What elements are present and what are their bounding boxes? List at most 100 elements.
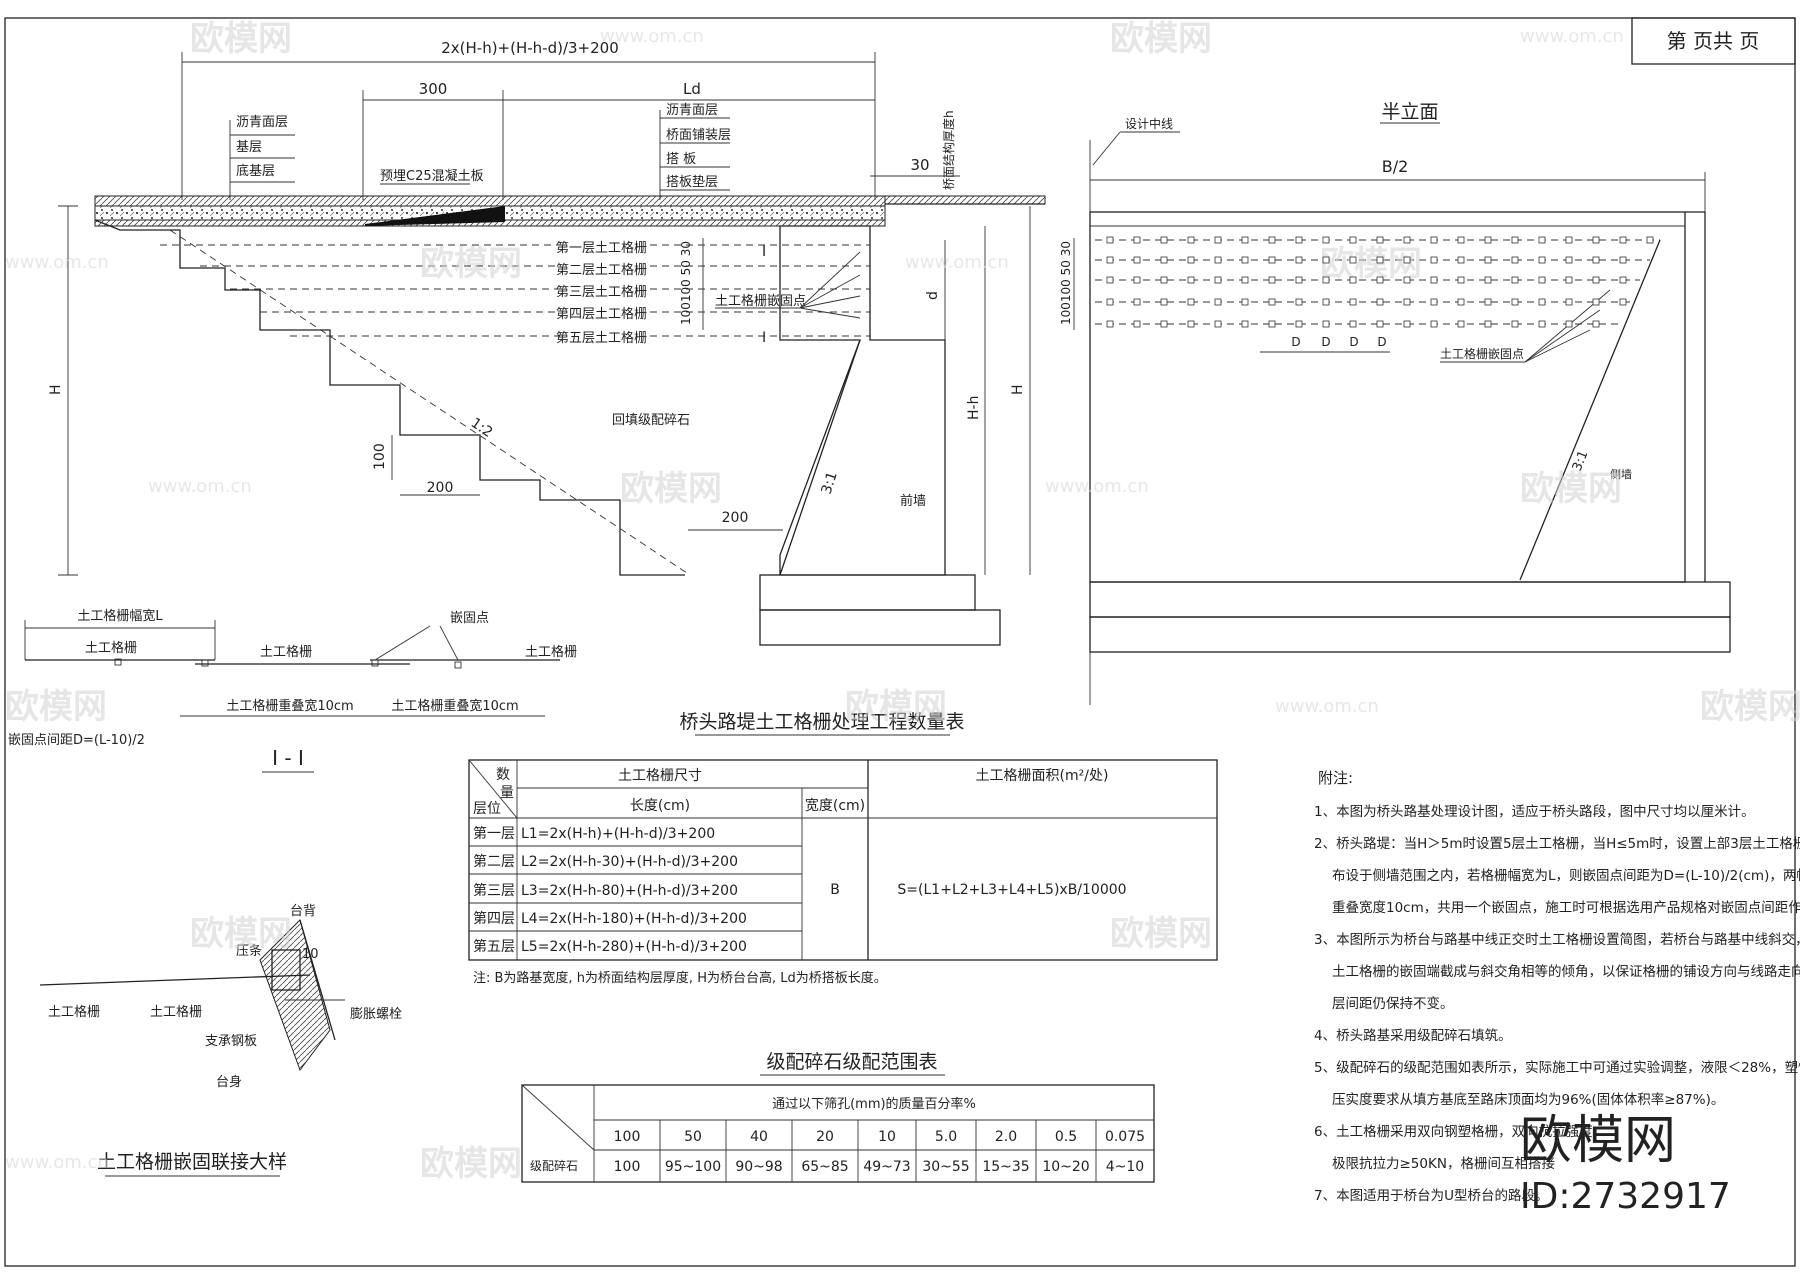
dim-30: 30 — [910, 156, 929, 174]
spacing-d1: D — [1291, 335, 1300, 349]
anchor-dot — [1106, 276, 1114, 284]
footing-bottom — [759, 609, 1001, 646]
elevation-layer-dims: 100100 50 30 — [1059, 241, 1073, 325]
anchor-dot — [1187, 298, 1195, 306]
watermark-brand: 欧模网 — [1110, 19, 1212, 59]
note-line-3: 重叠宽度10cm，共用一个嵌固点，施工时可根据选用产品规格对嵌固点间距作相应调整… — [1332, 899, 1800, 916]
quantity-note: 注: B为路基宽度, h为桥面结构层厚度, H为桥台台高, Ld为桥搭板长度。 — [473, 970, 887, 986]
anchor-dot — [1133, 298, 1141, 306]
anchor-dot — [1160, 298, 1168, 306]
elevation-wall-label: 侧墙 — [1610, 467, 1632, 481]
grid-layer-1: 第二层土工格栅 — [556, 262, 647, 278]
detail-ten: 10 — [302, 947, 319, 962]
note-line-11: 极限抗拉力≥50KN，格栅间互相搭接 — [1332, 1155, 1555, 1172]
anchor-dot — [1133, 320, 1141, 328]
abutment-body — [779, 225, 946, 576]
anchor-dot — [1619, 276, 1627, 284]
right-layer-1: 桥面铺装层 — [666, 128, 731, 143]
dim-d: d — [925, 291, 941, 300]
anchor-dot — [1619, 236, 1627, 244]
detail-bolt: 膨胀螺栓 — [350, 1007, 402, 1022]
sieve-8: 0.075 — [1105, 1129, 1145, 1145]
anchor-dot — [1565, 276, 1573, 284]
slope-31: 3:1 — [819, 470, 841, 496]
anchor-dot — [1106, 256, 1114, 264]
area-header: 土工格栅面积(m²/处) — [976, 768, 1109, 784]
watermark-url: www.om.cn — [5, 1152, 109, 1173]
note-line-1: 2、桥头路堤：当H＞5m时设置5层土工格栅，当H≤5m时，设置上部3层土工格栅,… — [1314, 836, 1800, 852]
page-box-text: 第 页共 页 — [1667, 29, 1760, 53]
length-header: 长度(cm) — [630, 798, 690, 814]
value-7: 10~20 — [1042, 1159, 1089, 1175]
row-4-layer: 第五层 — [473, 938, 515, 955]
anchor-dot — [1484, 276, 1492, 284]
note-line-4: 3、本图所示为桥台与路基中线正交时土工格栅设置简图，若桥台与路基中线斜交，则应将 — [1314, 931, 1800, 948]
anchor-dot — [1565, 298, 1573, 306]
watermark-brand: 欧模网 — [620, 469, 722, 509]
anchor-dot — [1268, 236, 1276, 244]
elevation-slope: 3:1 — [1570, 448, 1592, 473]
sieve-1: 50 — [684, 1129, 702, 1145]
watermark-url: www.om.cn — [600, 26, 704, 47]
sieve-7: 0.5 — [1055, 1129, 1077, 1145]
spacing-d4: D — [1377, 335, 1386, 349]
notes-title: 附注: — [1318, 769, 1353, 787]
row-0-layer: 第一层 — [473, 825, 515, 842]
anchor-dot — [1106, 236, 1114, 244]
anchor-dot — [1295, 298, 1303, 306]
anchor-dot — [1538, 298, 1546, 306]
bridge-deck — [884, 195, 1046, 205]
note-line-12: 7、本图适用于桥台为U型桥台的路段。 — [1314, 1188, 1548, 1204]
anchor-dot — [1268, 298, 1276, 306]
note-line-9: 压实度要求从填方基底至路床顶面均为96%(固体体积率≥87%)。 — [1332, 1091, 1724, 1108]
watermark-brand: 欧模网 — [845, 687, 947, 727]
spacing-d3: D — [1349, 335, 1358, 349]
anchor-dot — [1538, 276, 1546, 284]
anchor-dot — [1349, 320, 1357, 328]
vertical-label: 桥面结构厚度h — [941, 110, 956, 190]
anchor-dot — [1376, 276, 1384, 284]
anchor-dot — [1268, 256, 1276, 264]
grading-header: 通过以下筛孔(mm)的质量百分率% — [772, 1096, 976, 1112]
anchor-dot — [1295, 236, 1303, 244]
dim-100: 100 — [372, 443, 388, 470]
spacing-d2: D — [1321, 335, 1330, 349]
anchor-dot — [1106, 298, 1114, 306]
section-anchor: 嵌固点 — [450, 611, 489, 626]
anchor-dot — [1268, 276, 1276, 284]
anchor-dot — [1133, 236, 1141, 244]
note-line-5: 土工格栅的嵌固端截成与斜交角相等的倾角，以保证格栅的铺设方向与线路走向平行，但 — [1332, 963, 1800, 980]
spacing-formula: 嵌固点间距D=(L-10)/2 — [8, 733, 145, 748]
anchor-detail: 台背 压条 10 土工格栅 土工格栅 膨胀螺栓 支承钢板 台身 土工格栅嵌固联接… — [39, 904, 402, 1177]
width-value: B — [830, 882, 840, 898]
anchor-dot — [1430, 276, 1438, 284]
anchor-dot — [1376, 320, 1384, 328]
row-1-layer: 第二层 — [473, 853, 515, 870]
anchor-dot — [1592, 298, 1600, 306]
anchor-dot — [1511, 236, 1519, 244]
anchor-dot — [1619, 298, 1627, 306]
anchor-dot — [1241, 298, 1249, 306]
value-4: 49~73 — [863, 1159, 910, 1175]
dim-200b: 200 — [722, 510, 749, 526]
detail-plate: 支承钢板 — [205, 1034, 257, 1049]
anchor-dot — [1160, 276, 1168, 284]
anchor-dot — [1214, 276, 1222, 284]
grid-layer-3: 第四层土工格栅 — [556, 306, 647, 322]
watermark-brand: 欧模网 — [1700, 687, 1800, 727]
sheet-frame — [4, 17, 1796, 1267]
anchor-dot — [1538, 236, 1546, 244]
anchor-dot — [1403, 276, 1411, 284]
watermark-brand: 欧模网 — [5, 687, 107, 727]
anchor-dot — [1187, 236, 1195, 244]
wing-slope — [1519, 239, 1661, 581]
anchor-dot — [1295, 256, 1303, 264]
row-2-length: L3=2x(H-h-80)+(H-h-d)/3+200 — [521, 883, 738, 899]
row-0-length: L1=2x(H-h)+(H-h-d)/3+200 — [521, 826, 715, 842]
quantity-title: 桥头路堤土工格栅处理工程数量表 — [679, 711, 964, 733]
quantity-table: 桥头路堤土工格栅处理工程数量表 数 量 层位 土工格栅尺寸 土工格栅面积(m²/… — [468, 711, 1218, 986]
anchor-dot — [1484, 256, 1492, 264]
anchor-dot — [1322, 256, 1330, 264]
anchor-dot — [1187, 320, 1195, 328]
